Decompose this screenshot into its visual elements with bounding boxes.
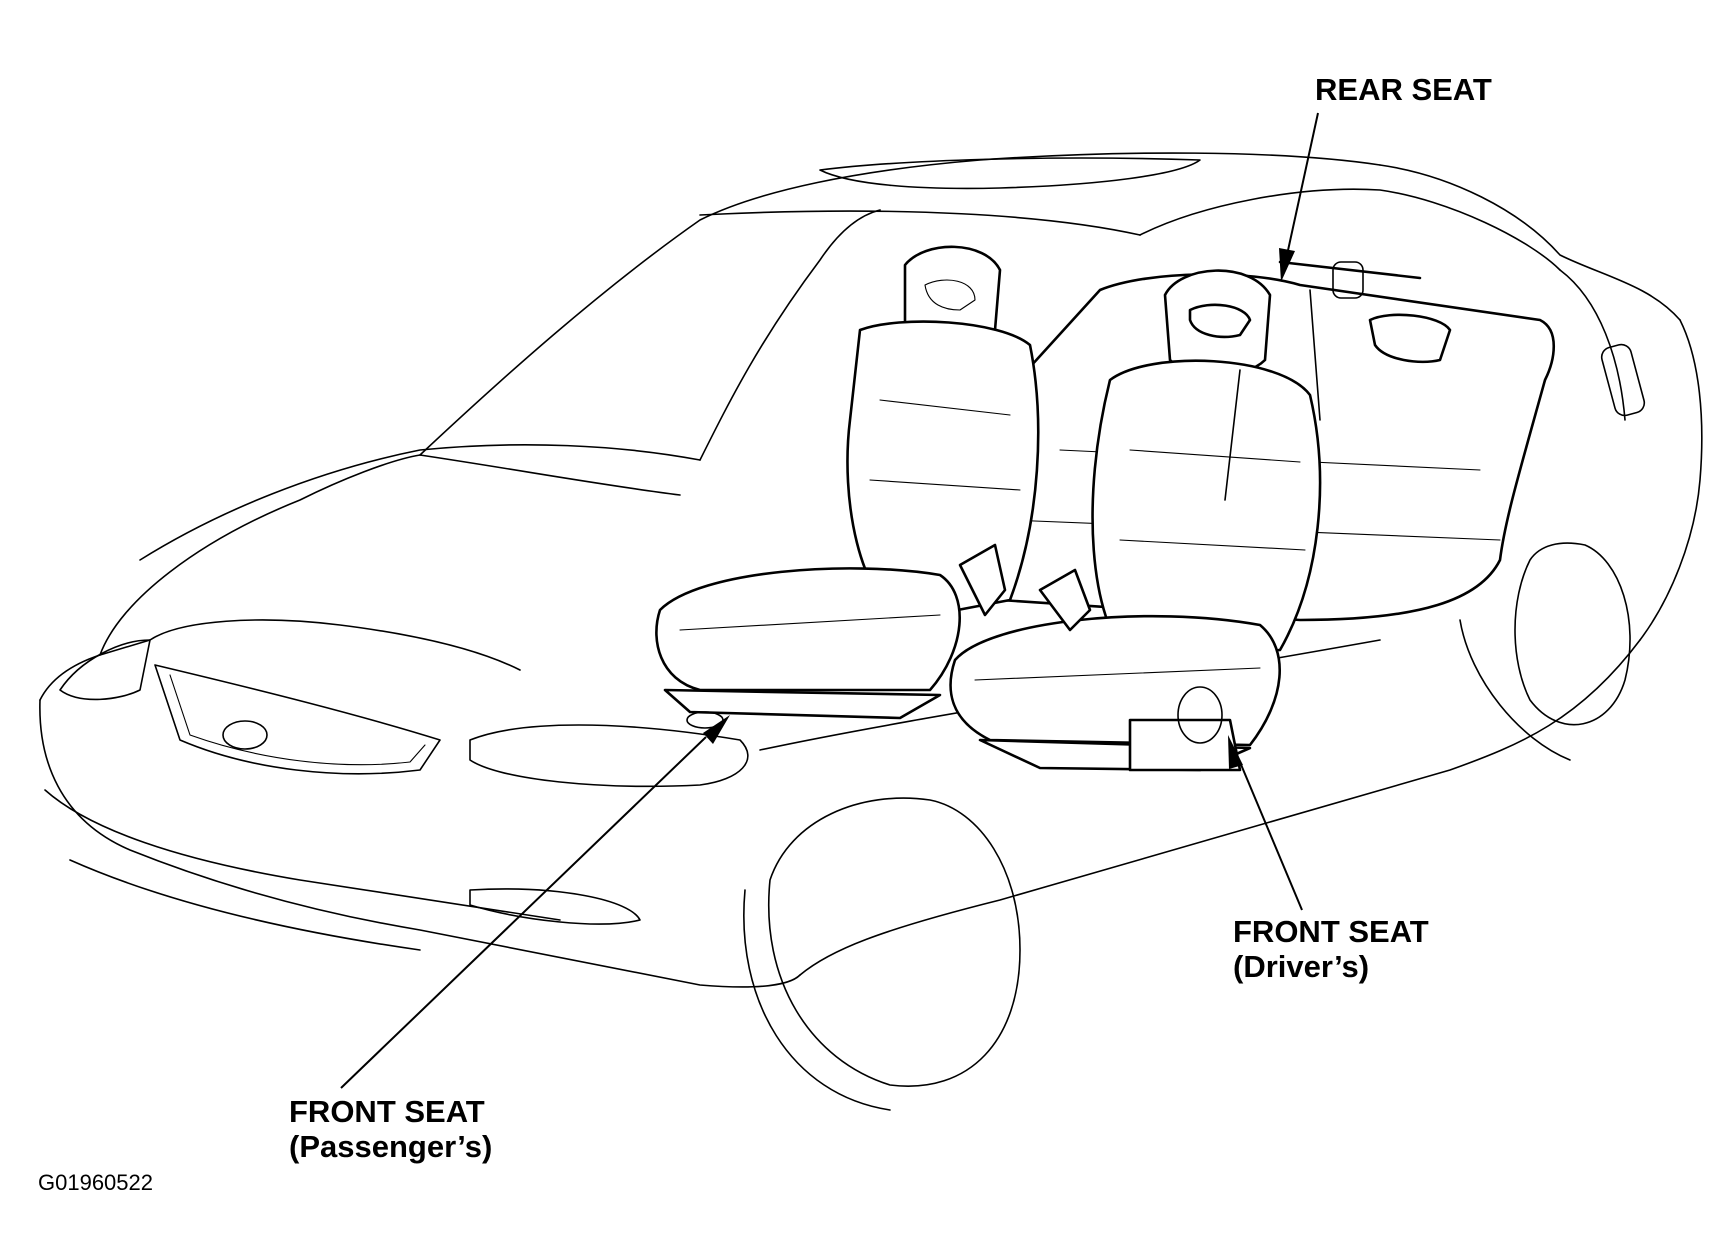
rear-seat-label-text: REAR SEAT (1315, 72, 1492, 107)
leader-rear-seat (1279, 112, 1319, 282)
rear-seat-label: REAR SEAT (1315, 72, 1492, 107)
front-seat-driver-label: FRONT SEAT (Driver’s) (1233, 914, 1429, 984)
car-body (39, 152, 1703, 1111)
front-seat-passenger (655, 245, 1040, 729)
leader-front-seat-driver (1228, 735, 1303, 911)
front-seat-passenger-label: FRONT SEAT (Passenger’s) (289, 1094, 492, 1164)
leader-front-seat-passenger (340, 715, 730, 1089)
figure-code: G01960522 (38, 1170, 153, 1195)
front-seat-passenger-line1: FRONT SEAT (289, 1094, 485, 1129)
front-seat-driver-line2: (Driver’s) (1233, 949, 1370, 984)
front-seat-passenger-line2: (Passenger’s) (289, 1129, 493, 1164)
front-seat-driver-line1: FRONT SEAT (1233, 914, 1429, 949)
front-seat-driver (949, 269, 1322, 772)
